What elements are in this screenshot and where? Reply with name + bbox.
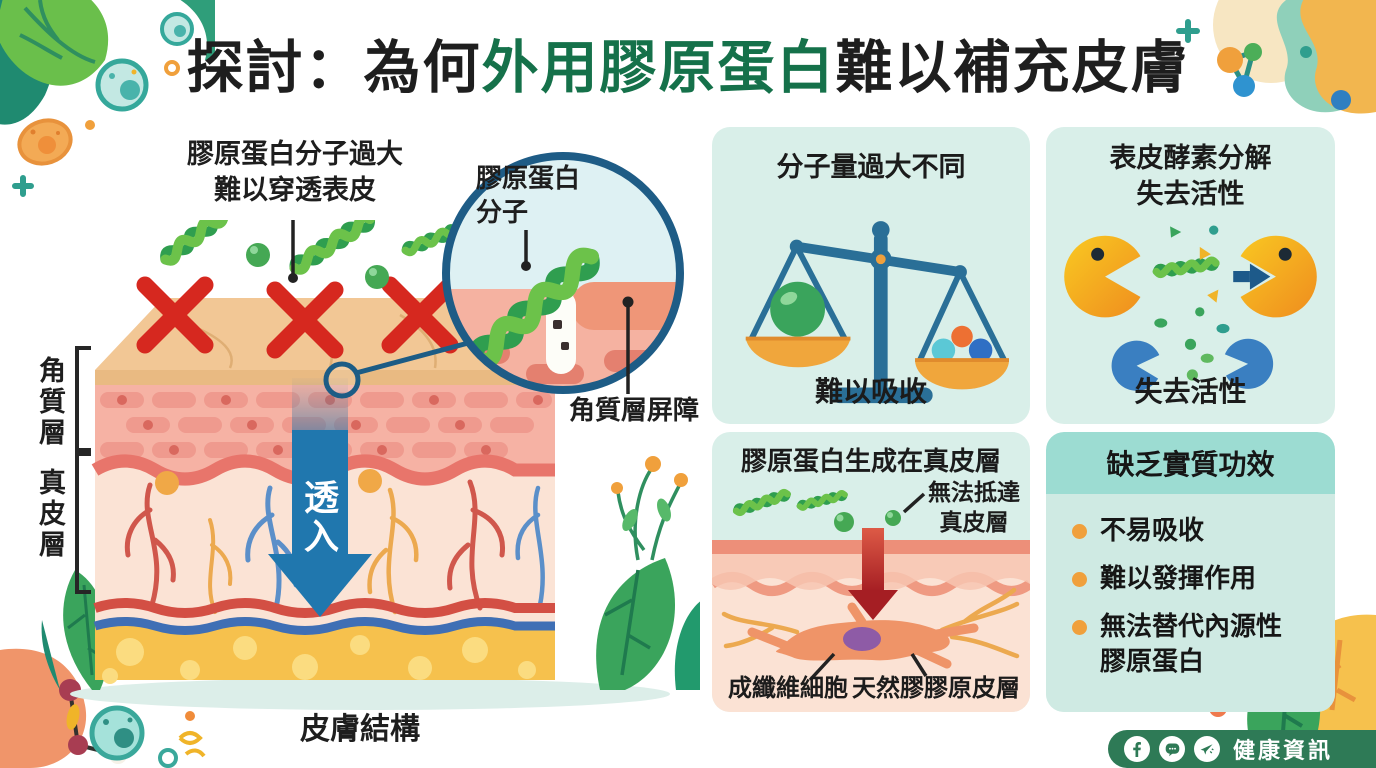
panel-enzyme-title: 表皮酵素分解 失去活性 bbox=[1109, 143, 1272, 210]
page-title: 探討：為何外用膠原蛋白難以補充皮膚 bbox=[0, 22, 1376, 104]
decor-top-right bbox=[1176, 0, 1376, 114]
panel-c-helices bbox=[732, 489, 848, 516]
panel-enzyme: 表皮酵素分解 失去活性 bbox=[1046, 127, 1335, 424]
list-item: 無法替代內源性膠原蛋白 bbox=[1072, 610, 1335, 680]
panel-molecule-size-title: 分子量過大不同 bbox=[776, 152, 966, 183]
skin-structure-caption: 皮膚結構 bbox=[300, 712, 420, 747]
dermis-illustration bbox=[712, 489, 1030, 712]
skin-structure-illustration bbox=[41, 220, 700, 710]
panel-molecule-size: 分子量過大不同 難以吸收 bbox=[712, 127, 1030, 424]
inset-label-pointer bbox=[521, 230, 531, 271]
decor-bottom-left bbox=[0, 648, 206, 768]
title-prefix: 探討：為何 bbox=[186, 35, 482, 101]
enzyme-pacman-icon bbox=[1064, 225, 1317, 391]
decor-top-left bbox=[0, 0, 215, 197]
panel-no-effect: 缺乏實質功效 不易吸收 難以發揮作用 無法替代內源性膠原蛋白 bbox=[1046, 432, 1335, 712]
panel-c-pointers bbox=[808, 492, 928, 682]
penetration-arrow-icon bbox=[268, 378, 372, 617]
x-mark-icons bbox=[136, 276, 459, 359]
skin-cross-section bbox=[91, 370, 555, 684]
natural-collagen-layer-label: 天然膠膠原皮層 bbox=[852, 674, 1020, 702]
ground-shadow bbox=[70, 678, 670, 710]
vein-line bbox=[93, 617, 555, 635]
panel-dermis: 膠原蛋白生成在真皮層 無法抵達 真皮層 成纖維細胞 天然膠膠原皮層 bbox=[712, 432, 1030, 712]
plant-decoration-right bbox=[596, 456, 700, 690]
brand-name: 健康資訊 bbox=[1233, 739, 1334, 764]
magnified-inset-circle bbox=[442, 152, 684, 394]
line-icon[interactable] bbox=[1159, 736, 1185, 762]
panel-molecule-size-caption: 難以吸收 bbox=[814, 375, 927, 408]
footer-brand-bar: 健康資訊 bbox=[1108, 730, 1376, 768]
collagen-too-large-label: 膠原蛋白分子過大 難以穿透表皮 bbox=[187, 139, 403, 206]
bullet-dot-icon bbox=[1072, 524, 1087, 539]
panel-dermis-title: 膠原蛋白生成在真皮層 bbox=[740, 447, 1001, 477]
facebook-icon[interactable] bbox=[1124, 736, 1150, 762]
share-icon[interactable] bbox=[1194, 736, 1220, 762]
dermis-arrow-icon bbox=[848, 528, 898, 620]
collagen-fibers bbox=[721, 587, 1020, 659]
collagen-helix-icons bbox=[162, 220, 469, 272]
top-label-pointer bbox=[288, 220, 298, 283]
fibroblast-label: 成纖維細胞 bbox=[728, 674, 848, 702]
barrier-label-pointer bbox=[622, 296, 634, 394]
list-item: 不易吸收 bbox=[1072, 514, 1335, 549]
bullet-dot-icon bbox=[1072, 620, 1087, 635]
stratum-corneum-barrier-label: 角質層屏障 bbox=[568, 396, 699, 426]
title-suffix: 難以補充皮膚 bbox=[835, 35, 1190, 101]
magnifier-icon bbox=[323, 339, 473, 399]
corneum-layer-bracket bbox=[75, 346, 91, 452]
title-highlight: 外用膠原蛋白 bbox=[481, 35, 836, 101]
artery-line bbox=[93, 598, 555, 618]
panel-no-effect-header: 缺乏實質功效 bbox=[1046, 432, 1335, 494]
collagen-molecule-label: 膠原蛋白 分子 bbox=[476, 164, 581, 228]
penetration-arrow-label: 透入 bbox=[298, 479, 338, 557]
collagen-molecule-balls bbox=[246, 243, 389, 289]
bullet-dot-icon bbox=[1072, 572, 1087, 587]
dermis-layer-bracket bbox=[75, 452, 91, 594]
panel-no-effect-body: 不易吸收 難以發揮作用 無法替代內源性膠原蛋白 bbox=[1046, 494, 1335, 712]
panel-enzyme-caption: 失去活性 bbox=[1134, 375, 1247, 408]
balance-scale-icon bbox=[745, 221, 1009, 404]
list-item: 難以發揮作用 bbox=[1072, 562, 1335, 597]
corneum-layer-label: 角質層 bbox=[34, 356, 65, 449]
dermis-layer-label: 真皮層 bbox=[34, 468, 65, 561]
unreachable-dermis-label: 無法抵達 真皮層 bbox=[928, 480, 1020, 536]
